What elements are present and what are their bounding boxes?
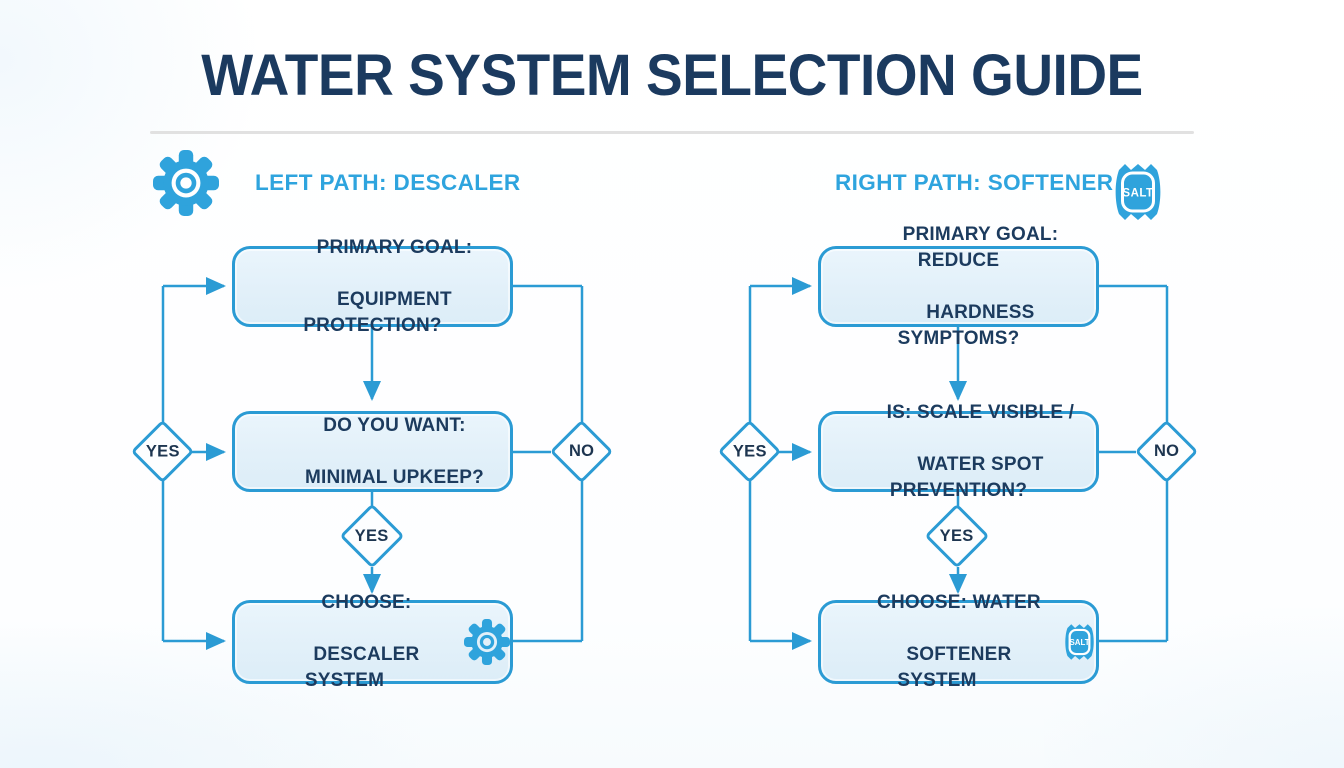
left-no-branch-diamond: NO — [549, 419, 614, 484]
left-path-header: LEFT PATH: DESCALER — [255, 170, 521, 195]
salt-bag-icon: SALT — [1063, 621, 1096, 663]
salt-bag-icon: SALT — [1115, 164, 1161, 220]
box-label: CHOOSE: DESCALER SYSTEM — [235, 564, 454, 720]
gear-icon — [464, 619, 510, 665]
decision-label: YES — [145, 441, 180, 460]
right-path-header: RIGHT PATH: SOFTENER — [835, 170, 1114, 195]
right-yes-branch-diamond: YES — [717, 419, 782, 484]
page-title: WATER SYSTEM SELECTION GUIDE — [201, 42, 1143, 108]
gear-icon — [153, 150, 219, 216]
right-box-choose-softener: CHOOSE: WATER SOFTENER SYSTEM SALT — [818, 592, 1099, 691]
box-line1: PRIMARY GOAL: REDUCE — [902, 223, 1070, 271]
box-line2: MINIMAL UPKEEP? — [304, 466, 484, 488]
box-line1: CHOOSE: — [321, 592, 412, 613]
right-box-scale-visible: IS: SCALE VISIBLE / WATER SPOT PREVENTIO… — [818, 402, 1099, 501]
decision-label: NO — [568, 441, 595, 460]
decision-label: YES — [355, 526, 389, 545]
box-line1: CHOOSE: WATER — [877, 592, 1041, 613]
box-line2: EQUIPMENT PROTECTION? — [303, 288, 458, 336]
salt-bag-label: SALT — [1069, 638, 1089, 647]
box-label: DO YOU WANT: MINIMAL UPKEEP? — [261, 387, 484, 517]
left-box-primary-goal: PRIMARY GOAL: EQUIPMENT PROTECTION? — [232, 237, 513, 336]
title-divider — [150, 131, 1194, 134]
box-label: IS: SCALE VISIBLE / WATER SPOT PREVENTIO… — [821, 374, 1096, 530]
box-label: PRIMARY GOAL: REDUCE HARDNESS SYMPTOMS? — [821, 196, 1096, 378]
box-line1: DO YOU WANT: — [323, 414, 466, 436]
box-label: PRIMARY GOAL: EQUIPMENT PROTECTION? — [235, 209, 510, 365]
box-line2: DESCALER SYSTEM — [304, 644, 425, 691]
box-line2: SOFTENER SYSTEM — [897, 644, 1017, 691]
left-box-minimal-upkeep: DO YOU WANT: MINIMAL UPKEEP? — [232, 411, 513, 492]
salt-bag-label: SALT — [1122, 188, 1153, 200]
decision-label: NO — [1153, 441, 1180, 460]
left-yes-branch-diamond: YES — [130, 419, 195, 484]
left-box-choose-descaler: CHOOSE: DESCALER SYSTEM — [232, 592, 513, 691]
right-box-primary-goal: PRIMARY GOAL: REDUCE HARDNESS SYMPTOMS? — [818, 224, 1099, 349]
box-line1: PRIMARY GOAL: — [316, 236, 473, 258]
decision-label: YES — [732, 441, 767, 460]
box-line1: IS: SCALE VISIBLE / — [886, 401, 1075, 423]
decision-label: YES — [940, 526, 974, 545]
box-line2: HARDNESS SYMPTOMS? — [897, 301, 1041, 349]
right-no-branch-diamond: NO — [1134, 419, 1199, 484]
box-label: CHOOSE: WATER SOFTENER SYSTEM — [821, 564, 1053, 720]
box-line2: WATER SPOT PREVENTION? — [889, 453, 1050, 501]
